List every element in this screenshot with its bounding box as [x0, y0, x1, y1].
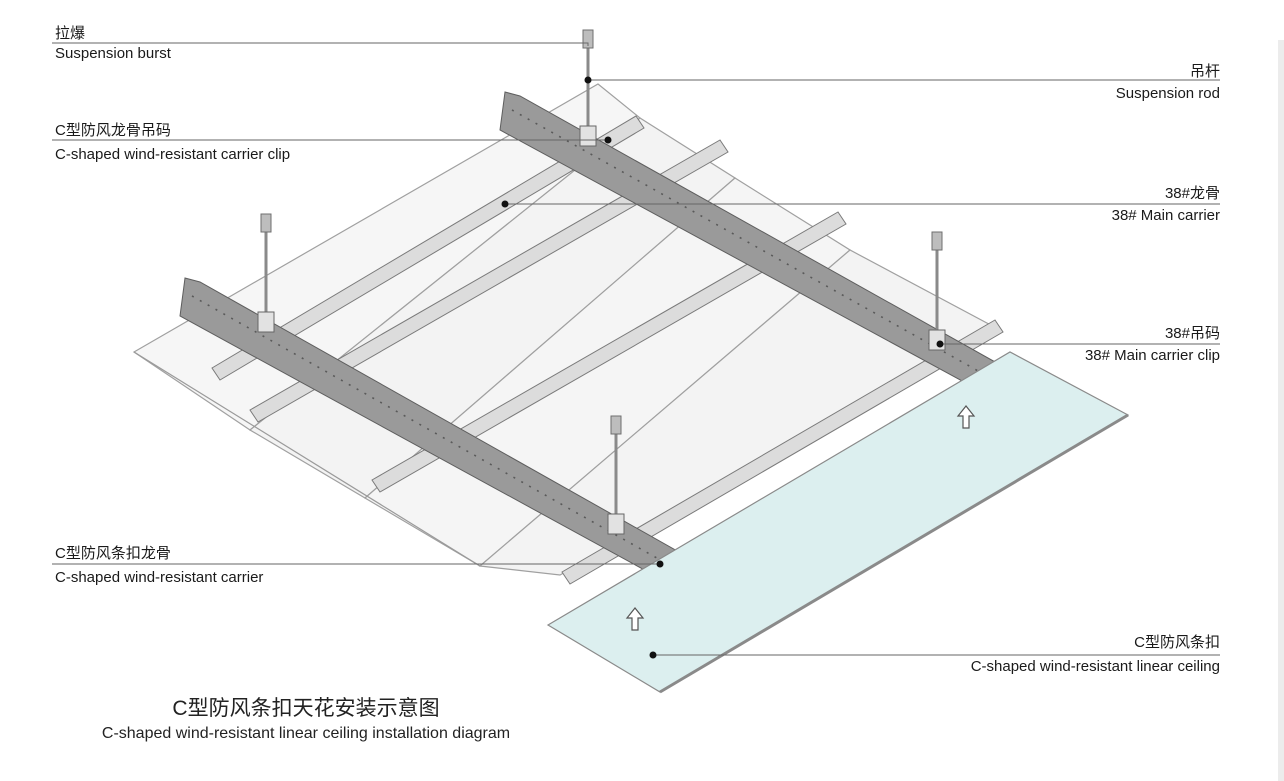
- suspension-burst-1: [582, 29, 594, 49]
- leader-dot: [649, 651, 657, 659]
- label-suspension-rod-en: Suspension rod: [1115, 85, 1220, 102]
- c-carrier-1: [211, 115, 645, 381]
- panel-fold-line: [133, 351, 481, 567]
- c-carrier-3: [371, 211, 847, 493]
- suspension-burst-4: [610, 415, 622, 435]
- suspension-bursts: [260, 29, 943, 435]
- label-carrier-clip-en: C-shaped wind-resistant carrier clip: [55, 146, 291, 163]
- label-carrier-clip-zh: C型防风龙骨吊码: [55, 122, 171, 139]
- up-arrow-icon: [625, 607, 645, 631]
- up-arrow-icons: [625, 405, 976, 631]
- leader-dot: [656, 560, 664, 568]
- right-edge-strip: [1278, 40, 1284, 781]
- clip-4: [607, 513, 625, 535]
- label-suspension-burst: 拉爆 Suspension burst: [55, 24, 171, 64]
- clip-2: [257, 311, 275, 333]
- clip-1: [579, 125, 597, 147]
- c-carrier-2: [249, 139, 729, 423]
- leader-suspension-burst: [52, 42, 589, 46]
- label-linear-ceiling-zh: C型防风条扣: [1134, 634, 1220, 651]
- up-arrow-icon: [956, 405, 976, 429]
- label-carrier-en: C-shaped wind-resistant carrier: [55, 569, 264, 586]
- label-carrier-clip: C型防风龙骨吊码 C-shaped wind-resistant carrier…: [55, 121, 290, 165]
- leader-dot: [604, 136, 612, 144]
- main-carriers: [179, 91, 1039, 609]
- label-suspension-rod: 吊杆 Suspension rod: [1116, 62, 1220, 104]
- label-main-carrier-clip-en: 38# Main carrier clip: [1084, 347, 1220, 364]
- label-linear-ceiling-en: C-shaped wind-resistant linear ceiling: [970, 658, 1220, 675]
- label-main-carrier: 38#龙骨 38# Main carrier: [1112, 184, 1220, 226]
- caption-en: C-shaped wind-resistant linear ceiling i…: [101, 725, 511, 742]
- label-main-carrier-clip-zh: 38#吊码: [1164, 325, 1220, 342]
- leader-lines: [52, 42, 1220, 656]
- clip-3: [928, 329, 946, 351]
- label-main-carrier-zh: 38#龙骨: [1164, 185, 1220, 202]
- suspension-burst-2: [260, 213, 272, 233]
- c-carrier-4: [561, 319, 1004, 585]
- c-carriers: [211, 115, 1004, 585]
- suspension-burst-3: [931, 231, 943, 251]
- caption-zh: C型防风条扣天花安装示意图: [172, 697, 440, 720]
- leader-dot: [584, 76, 592, 84]
- label-linear-ceiling: C型防风条扣 C-shaped wind-resistant linear ce…: [971, 633, 1220, 677]
- label-suspension-burst-zh: 拉爆: [55, 25, 86, 42]
- leader-dot: [501, 200, 509, 208]
- linear-ceiling-strip-edge: [659, 413, 1129, 694]
- label-carrier-zh: C型防风条扣龙骨: [55, 545, 171, 562]
- label-suspension-rod-zh: 吊杆: [1189, 63, 1220, 80]
- label-main-carrier-en: 38# Main carrier: [1111, 207, 1220, 224]
- main-carrier-front-holes: [191, 295, 711, 589]
- leader-dots: [501, 76, 944, 659]
- label-suspension-burst-en: Suspension burst: [55, 45, 171, 62]
- label-main-carrier-clip: 38#吊码 38# Main carrier clip: [1085, 324, 1220, 366]
- label-carrier: C型防风条扣龙骨 C-shaped wind-resistant carrier: [55, 544, 263, 588]
- suspension-rods: [264, 34, 939, 530]
- diagram-caption: C型防风条扣天花安装示意图 C-shaped wind-resistant li…: [86, 695, 526, 745]
- leader-dot: [936, 340, 944, 348]
